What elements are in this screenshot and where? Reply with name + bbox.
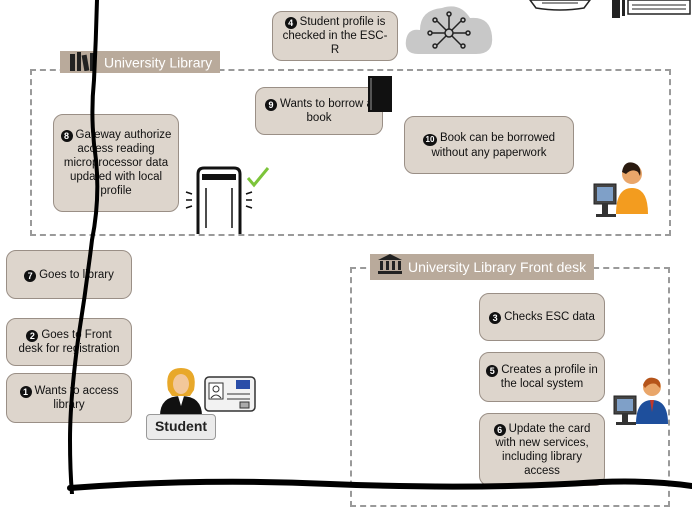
step-4-number: 4	[284, 17, 297, 29]
step-9-number: 9	[265, 99, 278, 111]
step-9-text: Wants to borrow a book	[280, 98, 373, 124]
librarian-icon	[592, 160, 652, 222]
book-icon	[366, 75, 394, 113]
student-id-card-icon	[204, 376, 256, 412]
cloud-network-icon	[404, 0, 494, 58]
step-6-text: Update the card with new services, inclu…	[495, 422, 591, 477]
gateway-gate-icon	[184, 166, 270, 236]
library-books-icon	[68, 51, 98, 77]
step-8-text: Gateway authorize access reading micropr…	[63, 129, 172, 197]
library-title: University Library	[104, 54, 213, 71]
step-6-number: 6	[493, 423, 506, 436]
front-desk-title: University Library Front desk	[408, 259, 587, 275]
step-10-text: Book can be borrowed without any paperwo…	[431, 131, 556, 159]
step-5-text: Creates a profile in the local system	[500, 364, 598, 390]
library-region	[30, 69, 671, 236]
front-desk-header: University Library Front desk	[370, 254, 595, 282]
step-1-number: 1	[19, 386, 32, 398]
step-8-number: 8	[60, 130, 73, 142]
step-4-text: Student profile is checked in the ESC-R	[282, 16, 388, 56]
step-3-number: 3	[489, 312, 502, 324]
library-header: University Library	[60, 51, 221, 73]
student-label: Student	[146, 414, 216, 440]
step-3-text: Checks ESC data	[504, 311, 595, 323]
step-5-number: 5	[486, 365, 499, 377]
device-icons-partial	[528, 0, 692, 20]
step-7-text: Goes to library	[39, 268, 114, 281]
building-icon	[378, 254, 402, 282]
step-10-number: 10	[422, 133, 437, 146]
clerk-icon	[612, 376, 670, 430]
step-1-text: Wants to access library	[34, 385, 119, 411]
step-7-number: 7	[24, 269, 37, 282]
student-avatar-icon	[158, 366, 204, 416]
step-2-number: 2	[26, 330, 39, 342]
